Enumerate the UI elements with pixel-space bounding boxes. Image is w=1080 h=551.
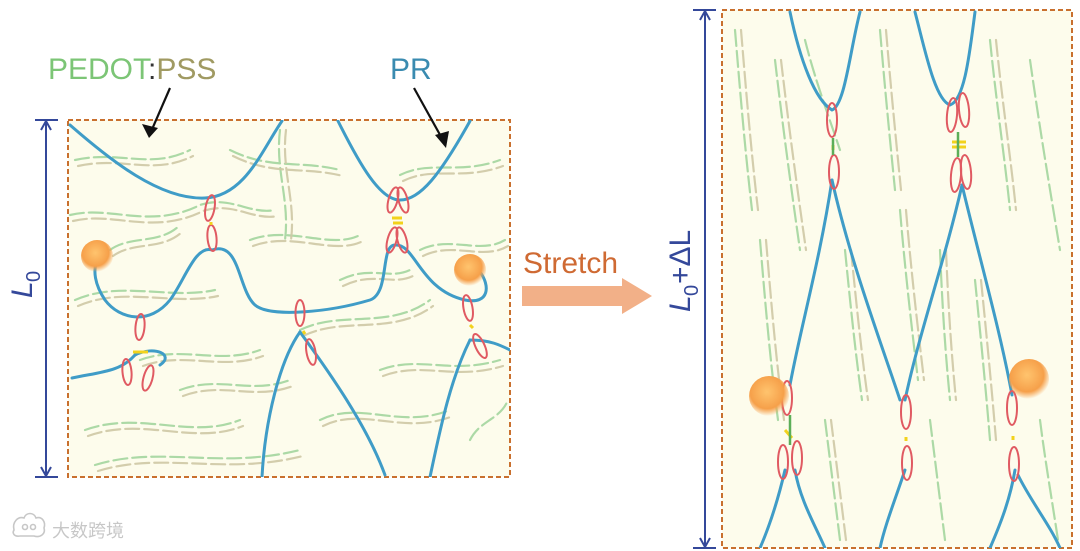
pedot-pss-label: PEDOT:PSS: [48, 53, 216, 86]
stretched-sample-box: [721, 9, 1073, 549]
orange-particle: [81, 240, 113, 272]
orange-particle: [749, 376, 789, 416]
pss-label: PSS: [156, 53, 216, 86]
pedot-pss-fibers: [68, 128, 510, 473]
l0-label: L 0: [6, 271, 45, 298]
cloud-logo-icon: [12, 512, 46, 538]
colon-label: :: [148, 53, 156, 86]
orange-particle: [454, 254, 486, 286]
lstretch-symbol: L: [664, 295, 697, 312]
right-arrow-icon: [522, 278, 652, 314]
l0-symbol: L: [6, 281, 39, 298]
watermark: 大数跨境: [12, 512, 124, 542]
crosslink-rings: [121, 186, 488, 392]
orange-particle: [1009, 359, 1049, 399]
pr-chains-stretched: [758, 10, 1062, 548]
crosslink-rings-stretched: [777, 92, 1020, 482]
unstretched-network-panel: L 0: [6, 118, 511, 479]
green-link-bonds-stretched: [788, 132, 960, 445]
yellow-link-bonds: [133, 216, 475, 354]
pr-chains: [68, 120, 510, 477]
lstretch-dimension-line: [693, 8, 716, 550]
pr-label: PR: [390, 53, 432, 86]
stretch-transition: Stretch: [522, 247, 652, 314]
pr-callout: PR: [390, 53, 449, 148]
l0-subscript: 0: [23, 271, 45, 282]
l0-dimension-line: [35, 118, 58, 479]
lstretch-label: L 0 +ΔL: [664, 230, 703, 312]
lstretch-delta: +ΔL: [664, 230, 697, 284]
watermark-text: 大数跨境: [52, 521, 124, 542]
stretch-label: Stretch: [523, 247, 618, 280]
lstretch-subscript: 0: [681, 285, 703, 296]
pedot-pss-callout: PEDOT:PSS: [48, 53, 216, 138]
stretched-network-panel: L 0 +ΔL: [664, 8, 1073, 550]
pedot-label: PEDOT: [48, 53, 151, 86]
